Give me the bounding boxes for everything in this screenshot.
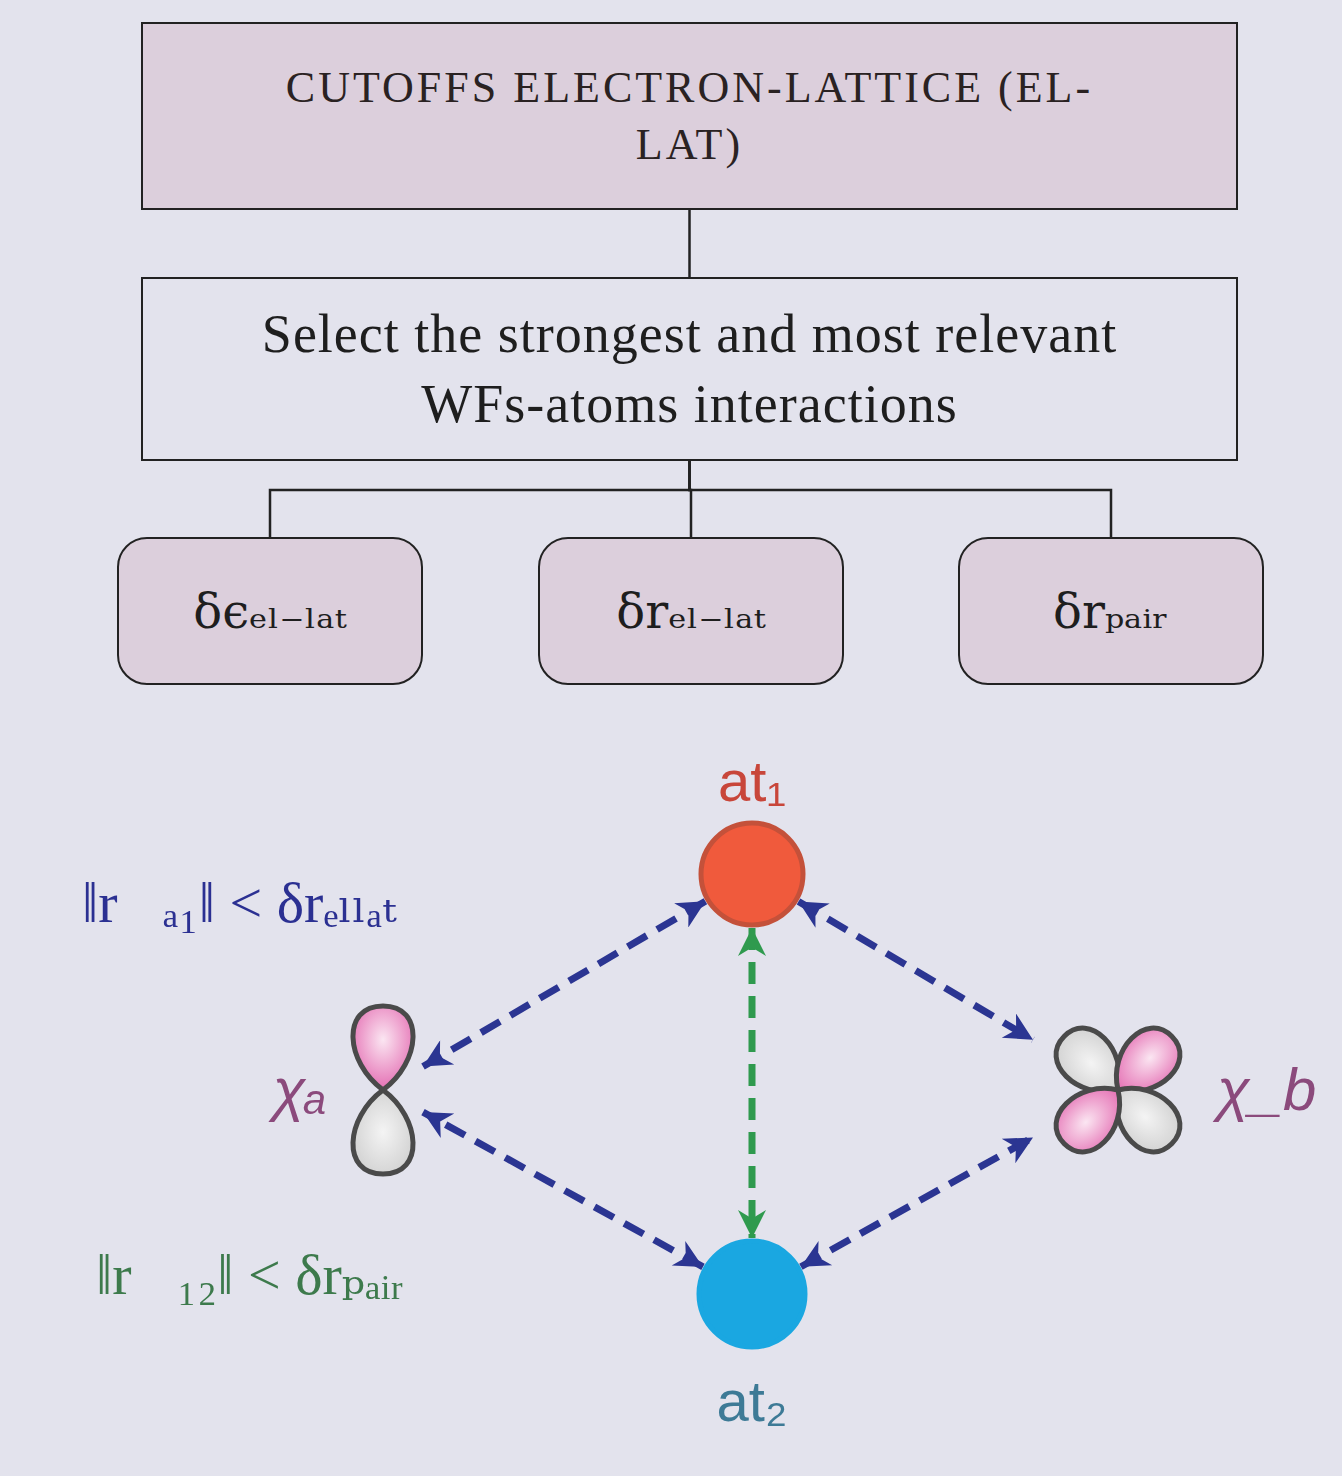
- node-label: at₂: [717, 1372, 788, 1430]
- cutoff-box: δrₚₐᵢᵣ: [958, 537, 1264, 685]
- node-label: χₐ: [273, 1060, 327, 1120]
- atom-disc: [699, 1241, 805, 1347]
- connector: [688, 210, 691, 277]
- atom-circle-art: [698, 820, 806, 928]
- node-label: χ_b: [1217, 1060, 1317, 1120]
- connector: [749, 928, 756, 1238]
- connector: [423, 1112, 703, 1267]
- box-text: Select the strongest and most relevant W…: [220, 299, 1160, 439]
- connector: [423, 901, 705, 1066]
- cutoff-box: δϵₑₗ₋ₗₐₜ: [117, 537, 423, 685]
- box-text: δrₑₗ₋ₗₐₜ: [616, 580, 765, 642]
- title-box: CUTOFFS ELECTRON-LATTICE (EL-LAT): [141, 22, 1238, 210]
- box-text: CUTOFFS ELECTRON-LATTICE (EL-LAT): [240, 59, 1140, 173]
- box-text: δϵₑₗ₋ₗₐₜ: [193, 580, 346, 642]
- process-box: Select the strongest and most relevant W…: [141, 277, 1238, 461]
- atom-circle: at₁: [698, 820, 806, 928]
- orbital-lobe: [353, 1006, 413, 1090]
- cutoff-box: δrₑₗ₋ₗₐₜ: [538, 537, 844, 685]
- atom-circle: at₂: [696, 1238, 808, 1350]
- connector: [801, 1137, 1033, 1266]
- box-text: δrₚₐᵢᵣ: [1053, 580, 1169, 642]
- distance-condition: ‖r⃗₁₂‖ < δrₚₐᵢᵣ: [92, 1240, 408, 1308]
- d-orbital: χ_b: [1033, 1005, 1203, 1175]
- distance-condition: ‖r⃗ₐ₁‖ < δrₑₗₗₐₜ: [78, 868, 401, 936]
- connector: [799, 901, 1033, 1039]
- node-label: at₁: [718, 752, 786, 810]
- connector: [690, 461, 1112, 537]
- p-orbital-art: [343, 1000, 423, 1180]
- orbital-lobe: [1045, 1071, 1137, 1163]
- orbital-lobe: [353, 1090, 413, 1174]
- atom-disc: [701, 823, 803, 925]
- atom-circle-art: [696, 1238, 808, 1350]
- connector: [270, 461, 690, 537]
- p-orbital: χₐ: [343, 1000, 423, 1180]
- d-orbital-art: [1033, 1005, 1203, 1175]
